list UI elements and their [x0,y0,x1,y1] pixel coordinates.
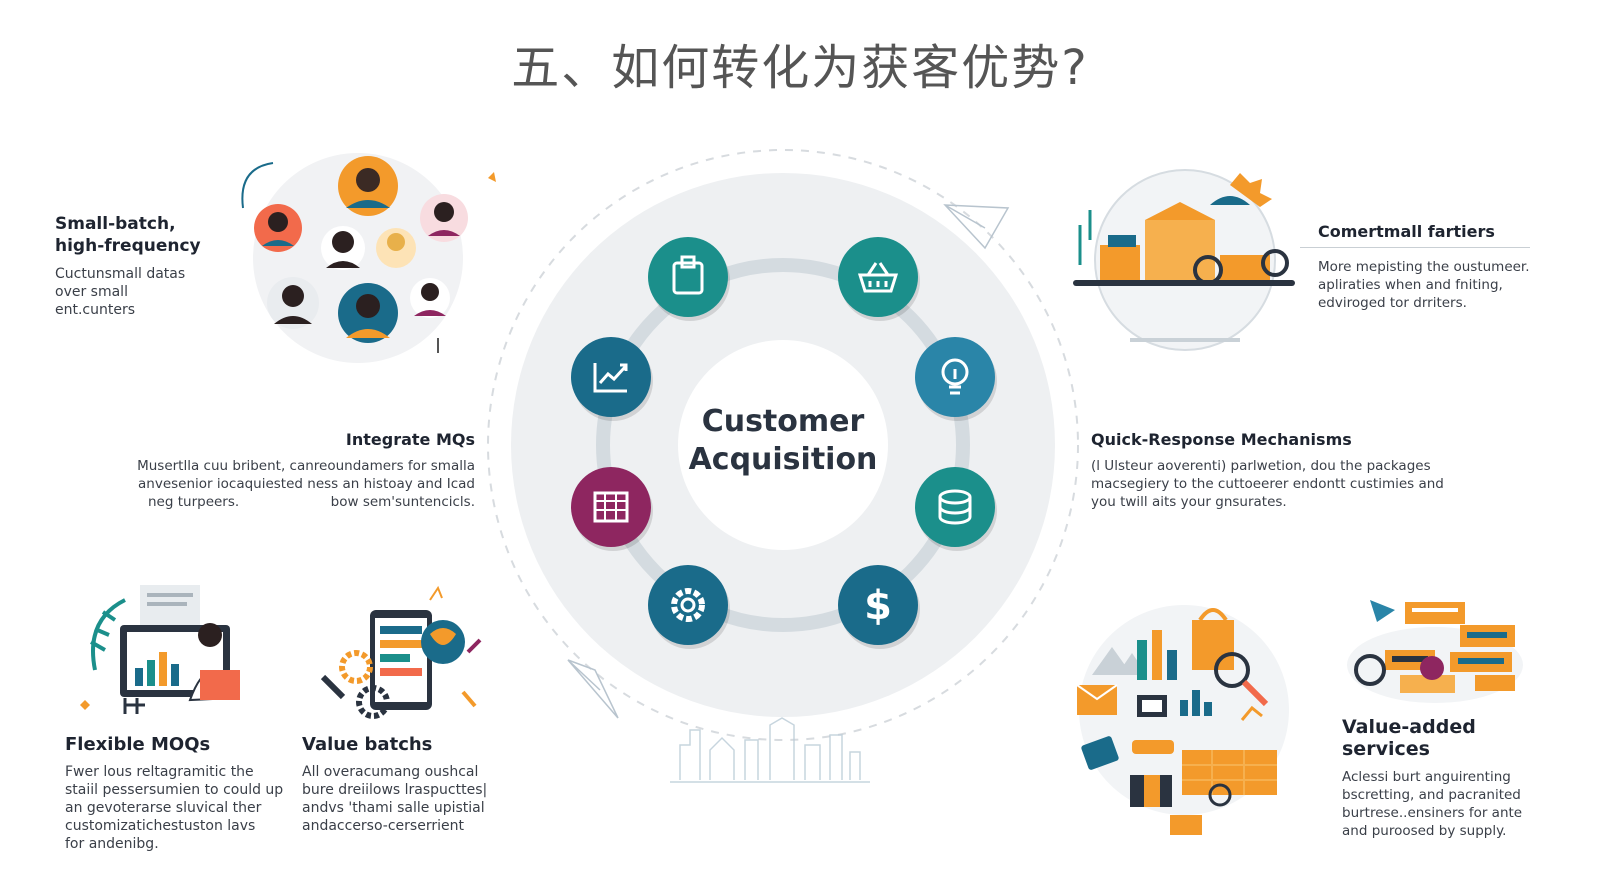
flexible-section: Flexible MOQs Fwer lous reltagramitic th… [65,733,285,853]
gear-icon [671,588,705,622]
value-added-line: bscretting, and pacranited [1342,787,1521,803]
quick-response-line: you twill aits your gnsurates. [1091,494,1287,510]
basket-icon [857,262,899,293]
center-label-line1: Customer [701,404,865,439]
logistics-shelf-illustration [1073,169,1295,351]
value-batchs-line: andvs 'thami salle upistial [302,800,485,816]
clipboard-icon [672,255,704,295]
flexible-heading: Flexible MOQs [65,734,211,755]
value-batchs-line: All overacumang oushcal [302,764,479,780]
small-batch-section: Small-batch, high-frequency Cuctunsmall … [55,213,235,319]
integrate-heading: Integrate MQs [345,430,475,449]
wheel-node-database [915,467,997,551]
lightbulb-icon [941,358,969,395]
small-batch-line: ent.cunters [55,302,136,318]
flexible-line: Fwer lous reltagramitic the [65,764,254,780]
value-added-line: burtrese..ensiners for ante [1342,805,1523,821]
quick-response-heading: Quick-Response Mechanisms [1091,430,1352,449]
small-batch-heading-2: high-frequency [55,236,201,256]
commerce-collage-illustration [1076,605,1289,835]
value-batchs-heading: Value batchs [302,734,433,755]
center-label: Customer Acquisition [683,403,883,479]
integrate-line: neg turpeers. [148,494,240,510]
flexible-line: an gevoterarse sluvical ther [65,800,262,816]
value-batchs-line: bure dreiilows lraspucttes| [302,782,488,798]
flexible-line: for andenibg. [65,836,159,852]
value-added-line: and puroosed by supply. [1342,823,1507,839]
inner-ring-track [596,258,970,632]
quick-response-line: macsegiery to the cuttoeerer endontt cus… [1091,476,1444,492]
people-network-illustration [241,153,496,363]
dollar-icon: $ [864,583,892,629]
integrate-line: bow sem'suntencicls. [330,494,475,510]
integrate-line: anvesenior iocaquiested ness an histoay … [138,476,475,492]
center-label-line2: Acquisition [688,442,878,477]
quick-response-section: Quick-Response Mechanisms (l Ulsteur aov… [1091,430,1491,511]
wheel-node-calendar [571,467,653,551]
small-batch-line: Cuctunsmall datas [55,266,186,282]
flexible-line: customizatichestuston lavs [65,818,256,834]
wheel-node-chart [571,337,653,421]
comertmall-section: Comertmall fartiers More mepisting the o… [1300,221,1530,312]
chart-icon [593,363,628,393]
outer-dashed-ring [487,149,1079,741]
wheel-node-dollar: $ [838,565,920,649]
comertmall-line: More mepisting the oustumeer. [1318,259,1530,275]
paper-plane-icon [567,659,619,719]
small-batch-heading-1: Small-batch, [55,214,176,234]
value-batchs-line: andaccerso-cerserrient [302,818,464,834]
mobile-gears-illustration [320,585,482,719]
calendar-icon [593,491,629,523]
city-skyline-icon [670,717,870,783]
page-title: 五、如何转化为获客优势? [511,40,1089,96]
service-stack-illustration [1347,600,1523,703]
center-disc [678,340,888,550]
value-added-line: Aclessi burt anguirenting [1342,769,1511,785]
wheel-node-clipboard [648,237,730,321]
integrate-line: Musertlla cuu bribent, canreoundamers fo… [137,458,475,474]
comertmall-line: apliraties when and fniting, [1318,277,1503,293]
integrate-section: Integrate MQs Musertlla cuu bribent, can… [120,430,475,511]
value-added-heading-1: Value-added [1342,716,1476,738]
wheel-node-lightbulb [915,337,997,421]
wheel-node-gear [648,565,730,649]
small-batch-line: over small [55,284,128,300]
value-added-section: Value-added services Aclessi burt anguir… [1342,716,1542,840]
comertmall-line: edviroged tor drriters. [1318,295,1467,311]
analytics-worker-illustration [80,585,240,714]
svg-text:$: $ [864,583,892,629]
paper-plane-icon [943,204,1010,250]
database-icon [938,489,972,525]
value-batchs-section: Value batchs All overacumang oushcal bur… [302,733,502,835]
value-added-heading-2: services [1342,738,1430,760]
comertmall-heading: Comertmall fartiers [1318,222,1495,241]
wheel-node-basket [838,237,920,321]
quick-response-line: (l Ulsteur aoverenti) parlwetion, dou th… [1091,458,1431,474]
comertmall-divider [1300,247,1530,248]
flexible-line: staiil pessersumien to could up [65,782,284,798]
